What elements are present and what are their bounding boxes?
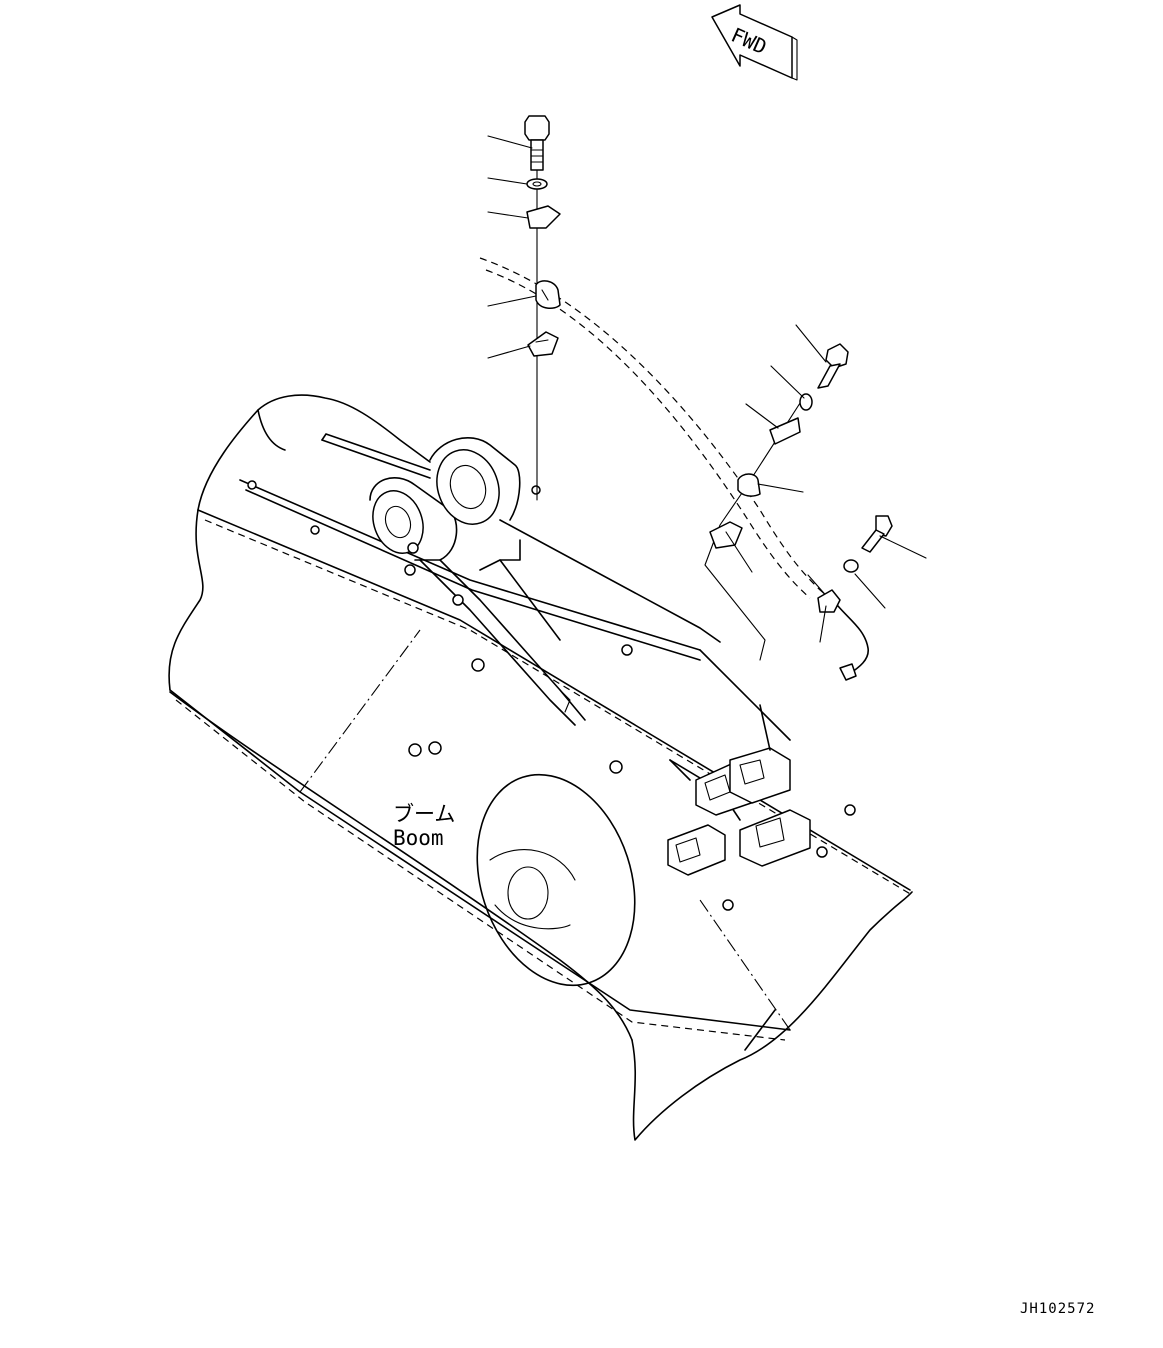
- drawing-number: JH102572: [1020, 1301, 1095, 1317]
- bolt-head-right: [825, 343, 849, 369]
- cable-route: [479, 257, 869, 681]
- boom-rails: [239, 433, 791, 821]
- clip-right: [709, 521, 743, 549]
- boom-label-en: Boom: [393, 826, 444, 850]
- washer-far: [843, 559, 859, 573]
- boom-body: [168, 394, 913, 1141]
- connector-clamp: [817, 589, 841, 613]
- boom-label-jp: ブーム: [393, 802, 455, 826]
- bolt-head: [524, 115, 550, 141]
- clamp-blocks: [667, 704, 811, 876]
- exploded-stack-right: [704, 324, 927, 661]
- clamp-plate: [526, 205, 561, 229]
- washer-right: [799, 393, 813, 411]
- mounting-nuts: [247, 480, 856, 911]
- grommet-right: [737, 473, 761, 497]
- fwd-arrow-icon: FWD: [711, 4, 798, 81]
- clip: [527, 331, 559, 357]
- washer: [526, 178, 548, 190]
- clamp-plate-right: [769, 417, 801, 445]
- exploded-stack-left: [487, 115, 561, 501]
- rubber-grommet: [535, 280, 561, 310]
